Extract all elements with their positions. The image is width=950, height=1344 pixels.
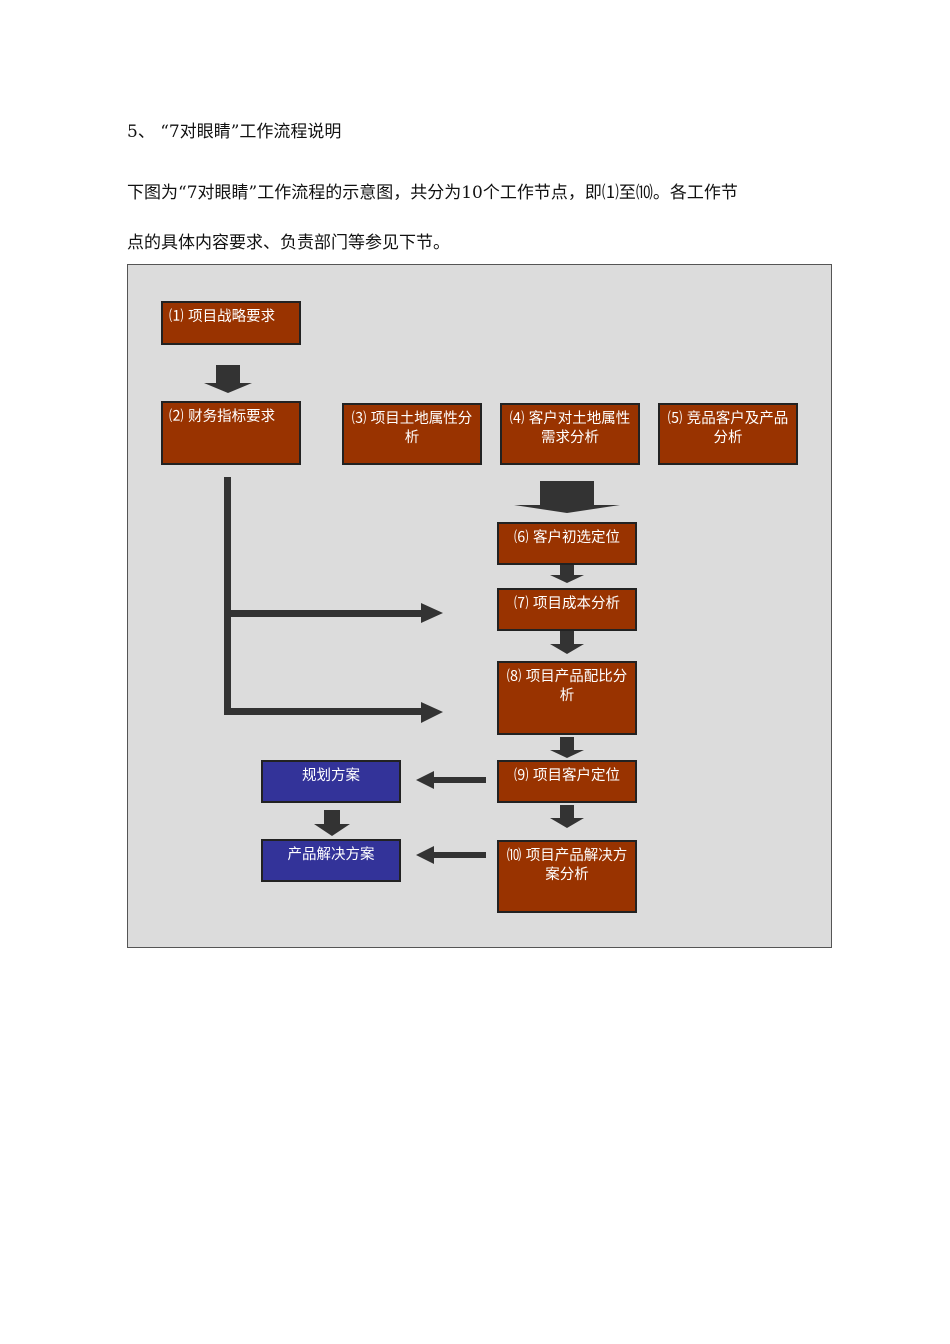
node-5-competitor: ⑸ 竞品客户及产品分析 <box>658 403 798 465</box>
node-7-cost: ⑺ 项目成本分析 <box>497 588 637 631</box>
workflow-diagram: ⑴ 项目战略要求 ⑵ 财务指标要求 ⑶ 项目土地属性分析 ⑷ 客户对土地属性需求… <box>127 264 832 948</box>
arrow-plan-solution <box>314 810 350 836</box>
branch-line-to-n7 <box>231 610 423 617</box>
arrow-n8-n9 <box>550 737 584 758</box>
node-7-label: ⑺ 项目成本分析 <box>513 596 621 612</box>
paragraph-line-2: 点的具体内容要求、负责部门等参见下节。 <box>127 233 450 253</box>
node-1-strategy: ⑴ 项目战略要求 <box>161 301 301 345</box>
node-8-label: ⑻ 项目产品配比分析 <box>506 669 628 704</box>
plan-label: 规划方案 <box>302 768 360 784</box>
paragraph-line-1: 下图为“7对眼睛”工作流程的示意图，共分为10个工作节点，即⑴至⑽。各工作节 <box>127 183 738 203</box>
arrow-to-n8 <box>421 702 443 723</box>
branch-line-to-n8 <box>231 708 423 715</box>
node-9-label: ⑼ 项目客户定位 <box>513 768 621 784</box>
plan-box: 规划方案 <box>261 760 401 803</box>
node-10-label: ⑽ 项目产品解决方案分析 <box>506 848 628 883</box>
arrow-n9-plan <box>416 771 486 789</box>
arrow-n9-n10 <box>550 805 584 828</box>
node-9-customer-position: ⑼ 项目客户定位 <box>497 760 637 803</box>
section-heading: 5、 “7对眼睛”工作流程说明 <box>127 122 342 142</box>
arrow-n1-n2 <box>204 365 252 393</box>
node-6-initial-position: ⑹ 客户初选定位 <box>497 522 637 565</box>
branch-line-vertical <box>224 477 231 715</box>
node-1-label: ⑴ 项目战略要求 <box>169 309 276 325</box>
connector-layer <box>204 365 620 864</box>
node-4-customer-land: ⑷ 客户对土地属性需求分析 <box>500 403 640 465</box>
arrow-group-n6 <box>514 481 620 513</box>
node-8-product-mix: ⑻ 项目产品配比分析 <box>497 661 637 735</box>
node-10-solution-analysis: ⑽ 项目产品解决方案分析 <box>497 840 637 913</box>
arrow-n10-solution <box>416 846 486 864</box>
arrow-n7-n8 <box>550 631 584 654</box>
node-5-label: ⑸ 竞品客户及产品分析 <box>667 411 789 446</box>
node-2-finance: ⑵ 财务指标要求 <box>161 401 301 465</box>
node-3-label: ⑶ 项目土地属性分析 <box>351 411 473 446</box>
arrow-n6-n7 <box>550 565 584 583</box>
node-2-label: ⑵ 财务指标要求 <box>169 409 276 425</box>
product-solution-label: 产品解决方案 <box>287 847 375 863</box>
product-solution-box: 产品解决方案 <box>261 839 401 882</box>
arrow-to-n7 <box>421 603 443 623</box>
node-4-label: ⑷ 客户对土地属性需求分析 <box>509 411 631 446</box>
node-6-label: ⑹ 客户初选定位 <box>513 530 621 546</box>
node-3-land: ⑶ 项目土地属性分析 <box>342 403 482 465</box>
